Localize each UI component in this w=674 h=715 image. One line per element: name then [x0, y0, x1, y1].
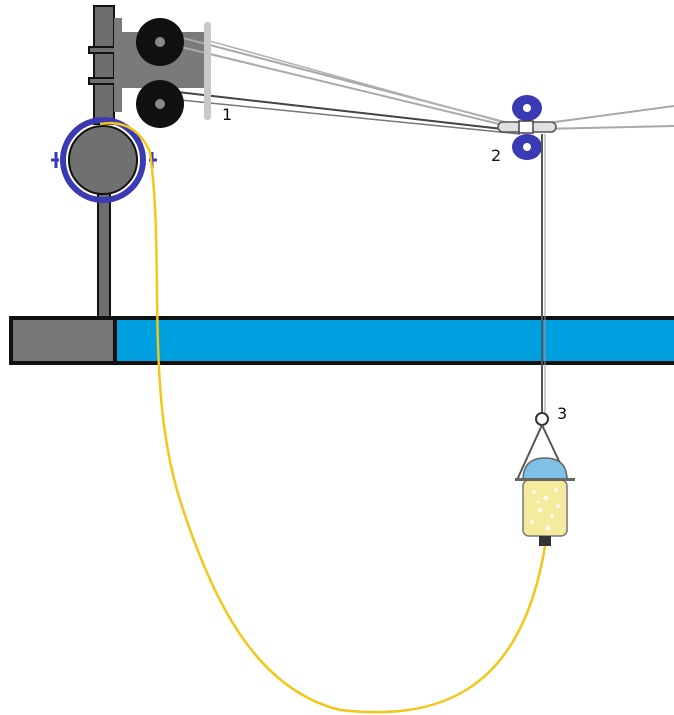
- guide-center: [518, 120, 534, 134]
- wire-upper-3: [205, 39, 521, 128]
- label-2: 2: [491, 146, 501, 165]
- sampler: [515, 412, 575, 546]
- label-3: 3: [557, 404, 567, 423]
- wire-right-1: [539, 105, 674, 125]
- pulley-block: [136, 18, 211, 128]
- wire-right-2: [539, 125, 674, 130]
- cable-lines: [159, 31, 674, 135]
- platform-deck: [9, 316, 117, 365]
- mast-plate: [114, 18, 122, 112]
- hook-ring: [535, 412, 549, 426]
- sampler-rim: [515, 478, 575, 481]
- drum-bolt-left: [51, 152, 59, 168]
- support-pole: [97, 189, 111, 319]
- drum-rim: [60, 117, 146, 203]
- guide-rollers: [497, 95, 557, 160]
- sampler-body: [522, 479, 568, 537]
- guide-roller-top-hub: [523, 104, 531, 112]
- guide-roller-bottom-hub: [523, 143, 531, 151]
- roller-guard: [204, 22, 211, 120]
- label-1: 1: [222, 105, 232, 124]
- mast-post: [93, 5, 115, 125]
- sampler-nozzle: [539, 536, 551, 546]
- water-surface: [112, 316, 674, 365]
- platform: [9, 316, 674, 365]
- sample-particles: [530, 488, 560, 531]
- roller-bottom-hub: [155, 99, 165, 109]
- drum-cable-wrap: [99, 121, 152, 153]
- sampler-cap: [522, 457, 568, 481]
- roller-top-hub: [155, 37, 165, 47]
- wire-upper-2: [159, 41, 521, 130]
- yellow-cable: [148, 151, 547, 714]
- wire-lower-1: [159, 89, 521, 132]
- drum-core: [68, 125, 138, 195]
- cable-drum: [51, 117, 157, 203]
- wire-lower-2: [159, 97, 521, 135]
